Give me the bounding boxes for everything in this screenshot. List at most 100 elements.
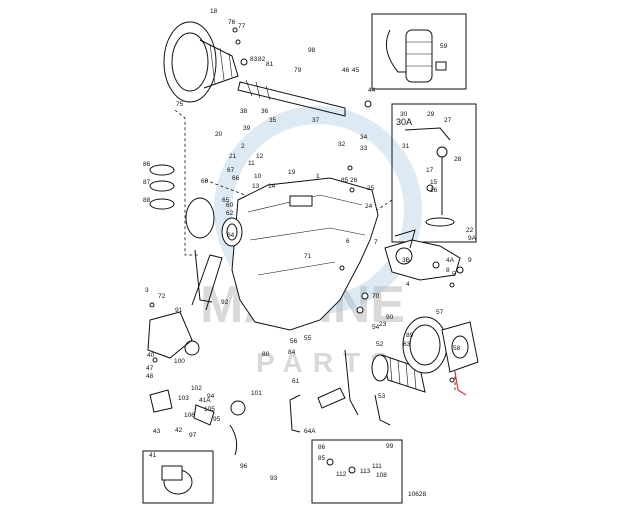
callout-91: 91	[175, 307, 183, 314]
callout-51: 51	[0, 0, 8, 2]
callout-88: 88	[143, 197, 151, 204]
callout-97: 97	[189, 432, 197, 439]
inset-box-pump	[371, 13, 467, 90]
callout-3b: 3B	[402, 257, 410, 264]
callout-20: 20	[215, 131, 223, 138]
transom-shield-75	[163, 21, 239, 103]
callout-8: 8	[446, 267, 450, 274]
ring-68	[185, 197, 215, 239]
callout-53: 53	[378, 393, 386, 400]
callout-72: 72	[158, 293, 166, 300]
callout-99: 99	[386, 443, 394, 450]
callout-90: 90	[386, 314, 394, 321]
callout-18: 18	[210, 8, 218, 15]
callout-67: 67	[227, 167, 235, 174]
callout-24: 24	[365, 203, 373, 210]
callout-21: 21	[229, 153, 237, 160]
callout-66: 66	[232, 175, 240, 182]
callout-111: 111	[372, 463, 382, 470]
bolts	[149, 27, 464, 474]
callout-46: 46	[342, 67, 350, 74]
callout-59: 59	[440, 43, 448, 50]
callout-86: 86	[318, 444, 326, 451]
callout-30a: 30A	[396, 117, 412, 127]
callout-41: 41	[149, 452, 157, 459]
callout-75: 75	[176, 101, 184, 108]
callout-38: 38	[240, 108, 248, 115]
callout-68: 68	[201, 178, 209, 185]
callout-25: 25	[367, 185, 375, 192]
callout-32: 32	[338, 141, 346, 148]
hose-22	[194, 249, 213, 303]
steering-fork-4	[384, 229, 461, 281]
callout-28: 28	[454, 156, 462, 163]
callout-42: 42	[175, 427, 183, 434]
callout-84: 84	[288, 349, 296, 356]
callout-13: 13	[252, 183, 260, 190]
callout-31: 31	[402, 143, 410, 150]
callout-63: 63	[403, 341, 411, 348]
callout-39: 39	[243, 125, 251, 132]
dashed-leader-1	[204, 179, 246, 196]
callout-55: 55	[304, 335, 312, 342]
callout-6: 6	[346, 238, 350, 245]
callout-65: 65	[222, 197, 230, 204]
callout-103: 103	[178, 395, 189, 402]
callout-77: 77	[238, 23, 246, 30]
callout-64a: 64A	[304, 428, 316, 435]
callout-11: 11	[248, 160, 255, 167]
callout-2: 2	[241, 143, 245, 150]
callout-1: 1	[316, 173, 320, 180]
callout-89: 89	[406, 332, 414, 339]
callout-9a: 9A	[468, 235, 477, 242]
callout-5: 5	[452, 271, 456, 278]
callout-37: 37	[312, 117, 320, 124]
callout-22: 22	[466, 227, 474, 234]
exhaust-bellows-56	[371, 354, 426, 393]
dashed-leader-75	[174, 109, 200, 256]
callout-100: 100	[174, 358, 185, 365]
callout-54: 54	[372, 324, 380, 331]
callout-29: 29	[427, 111, 435, 118]
highlight-leader-70	[454, 371, 467, 396]
drawing-number: 10628	[408, 491, 426, 498]
wire-harness-48	[289, 349, 391, 433]
callout-40: 40	[147, 352, 155, 359]
shift-linkage-30	[404, 127, 455, 227]
callout-85: 85	[318, 455, 326, 462]
inset-box-108	[311, 439, 403, 504]
callout-58: 58	[453, 345, 461, 352]
callout-106: 106	[184, 412, 195, 419]
callout-102: 102	[191, 385, 202, 392]
drive-shaft-79	[237, 79, 346, 117]
callout-27: 27	[444, 117, 452, 124]
callout-36: 36	[261, 108, 269, 115]
callout-109: 109	[0, 0, 11, 2]
callout-56: 56	[290, 338, 298, 345]
plate-67	[441, 321, 479, 373]
pump-59	[385, 29, 447, 83]
callout-96: 96	[240, 463, 248, 470]
callout-80: 80	[262, 351, 270, 358]
callout-7: 7	[374, 239, 378, 246]
callout-12: 12	[256, 153, 264, 160]
watermark-line2: PARTS	[256, 347, 399, 378]
callout-112: 112	[336, 471, 347, 478]
callout-14: 14	[268, 183, 276, 190]
callout-64: 64	[227, 232, 235, 239]
callout-3: 3	[145, 287, 149, 294]
callout-23: 23	[379, 321, 387, 328]
inset-box-shift-linkage	[391, 103, 477, 243]
callout-52: 52	[376, 341, 384, 348]
callout-30: 30	[400, 111, 408, 118]
callout-95: 95	[213, 416, 221, 423]
fitting-95-105	[149, 389, 246, 456]
callout-62: 62	[226, 210, 234, 217]
callout-113: 113	[360, 468, 371, 475]
callout-10: 10	[254, 173, 262, 180]
callout-101: 101	[251, 390, 262, 397]
callout-81: 81	[266, 61, 274, 68]
callout-17: 17	[426, 167, 434, 174]
